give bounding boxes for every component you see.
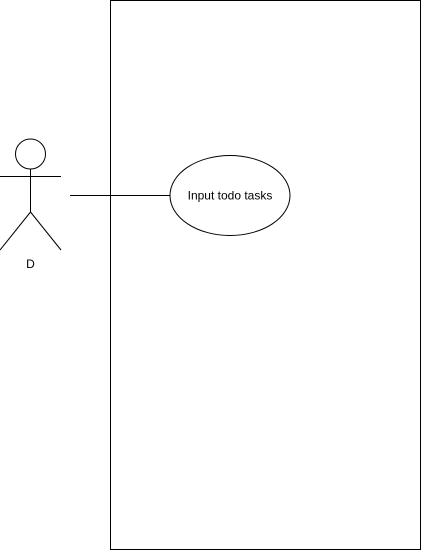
actor-d [0, 138, 62, 251]
use-case-label: Input todo tasks [188, 189, 273, 203]
use-case-ellipse [169, 155, 291, 236]
system-boundary [110, 0, 421, 550]
actor-right-leg [30, 211, 62, 251]
actor-left-leg [0, 211, 31, 251]
actor-head [15, 138, 46, 170]
actor-label: D [26, 257, 35, 271]
